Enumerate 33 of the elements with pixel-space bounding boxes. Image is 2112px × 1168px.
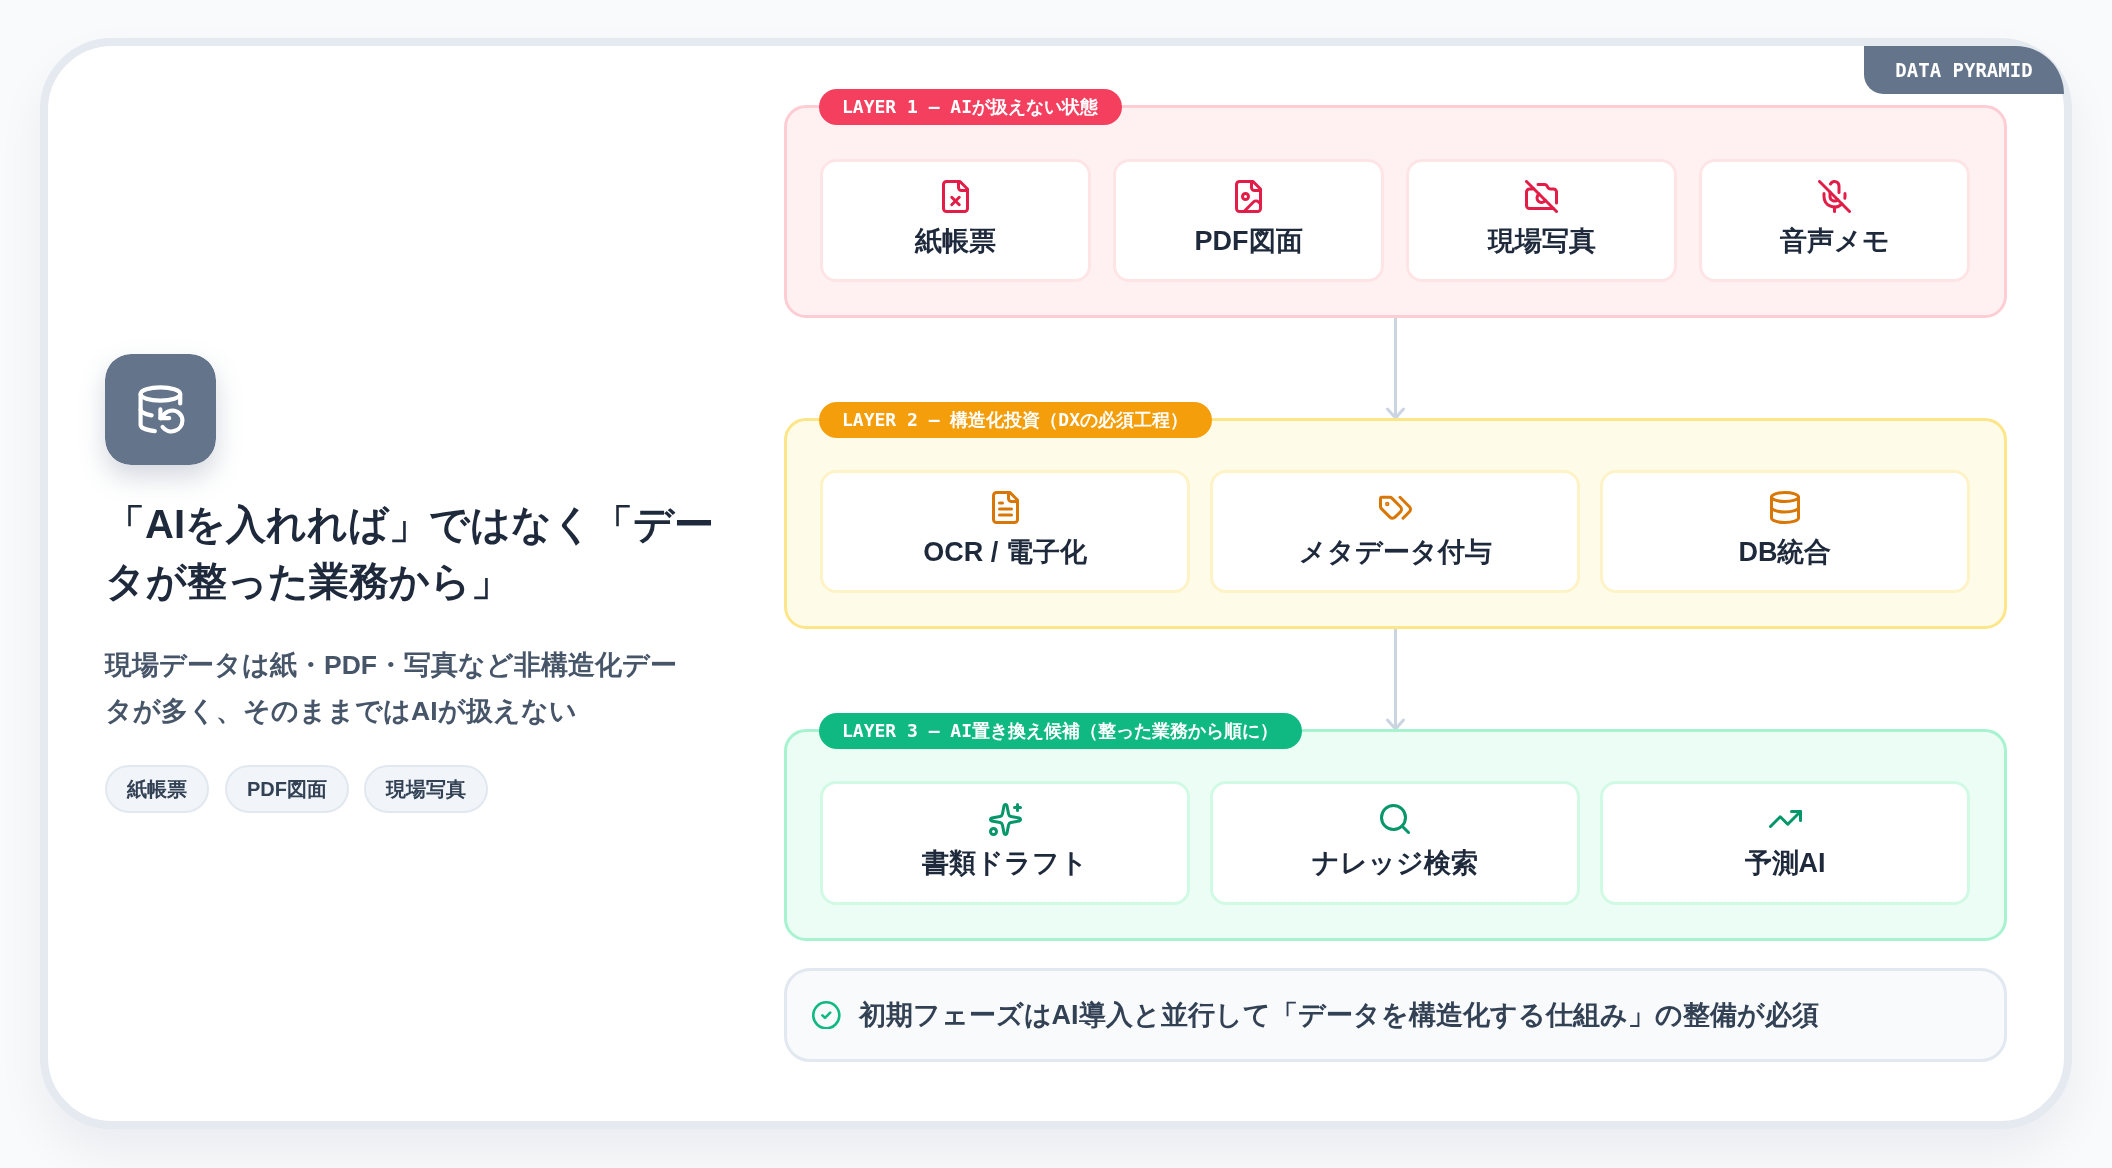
- item-card: [820, 781, 1190, 905]
- heading: 「AIを入れれば」ではなく「データが整った業務から」: [105, 501, 715, 605]
- card-label: PDF図面: [1194, 224, 1303, 258]
- card-label: 現場写真: [1487, 224, 1596, 258]
- layer-badge: LAYER 1 – AIが扱えない状態: [819, 89, 1123, 125]
- tag-chip: 現場写真: [364, 765, 488, 813]
- note-text: 初期フェーズはAI導入と並行して「データを構造化する仕組み」の整備が必須: [858, 999, 1819, 1032]
- card-label: メタデータ付与: [1298, 535, 1492, 569]
- item-card: [1210, 470, 1580, 593]
- item-card: [1600, 781, 1970, 905]
- tag-chip: 紙帳票: [105, 765, 209, 813]
- card-label: 紙帳票: [915, 224, 996, 258]
- card-label: 音声メモ: [1779, 224, 1890, 258]
- item-card: [1113, 159, 1384, 282]
- note-box: [784, 968, 2007, 1062]
- item-card: [820, 470, 1190, 593]
- card-label: DB統合: [1738, 535, 1832, 569]
- subtitle: 現場データは紙・PDF・写真など非構造化データが多く、そのままではAIが扱えない: [105, 649, 678, 728]
- corner-badge: DATA PYRAMID: [1864, 46, 2064, 94]
- arrow: [1386, 627, 1405, 731]
- item-card: [820, 159, 1091, 282]
- item-card: [1210, 781, 1580, 905]
- card-label: 予測AI: [1744, 847, 1826, 880]
- card-label: OCR / 電子化: [923, 535, 1087, 569]
- card-label: 書類ドラフト: [922, 847, 1088, 880]
- layer-badge: LAYER 2 – 構造化投資（DXの必須工程）: [819, 402, 1213, 438]
- card-label: ナレッジ検索: [1312, 847, 1478, 880]
- item-card: [1600, 470, 1970, 593]
- tag-chip: PDF図面: [225, 765, 349, 813]
- layer-badge: LAYER 3 – AI置き換え候補（整った業務から順に）: [819, 713, 1303, 749]
- arrow: [1386, 316, 1405, 420]
- item-card: [1699, 159, 1970, 282]
- item-card: [1406, 159, 1677, 282]
